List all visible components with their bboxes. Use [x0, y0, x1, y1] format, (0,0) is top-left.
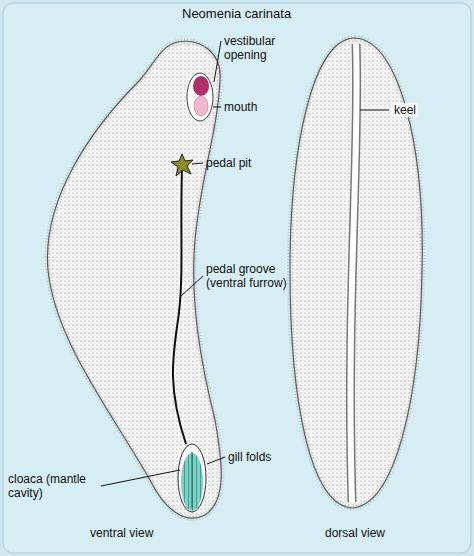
mouth-opening — [194, 96, 208, 116]
dorsal-body — [290, 38, 422, 508]
leader-line — [213, 107, 221, 108]
vestibule-rim — [187, 73, 213, 121]
pedal-pit — [171, 154, 193, 176]
figure-title: Neomenia carinata — [182, 6, 291, 21]
vestibular-opening — [193, 76, 209, 96]
ventral-body — [47, 41, 221, 518]
label-keel: keel — [392, 103, 418, 117]
cloaca — [178, 444, 206, 512]
leader-line — [214, 41, 221, 82]
leader-line — [192, 163, 203, 164]
pedal-groove — [173, 170, 186, 444]
frame — [3, 3, 471, 553]
leader-line — [101, 470, 180, 486]
keel-edge — [350, 44, 356, 502]
view-caption: ventral view — [90, 526, 153, 540]
label-pedal-groove: pedal groove (ventral furrow) — [206, 262, 306, 290]
leader-line — [181, 276, 203, 296]
leader-line — [360, 110, 389, 111]
gill-folds — [181, 453, 203, 511]
leader-line — [207, 457, 225, 464]
label-cloaca: cloaca (mantle cavity) — [8, 472, 98, 500]
label-pedal-pit: pedal pit — [206, 156, 251, 170]
label-vestibular-opening: vestibular opening — [224, 34, 296, 62]
view-caption: dorsal view — [325, 526, 385, 540]
keel — [350, 44, 356, 502]
label-gill-folds: gill folds — [228, 450, 271, 464]
label-mouth: mouth — [224, 100, 257, 114]
